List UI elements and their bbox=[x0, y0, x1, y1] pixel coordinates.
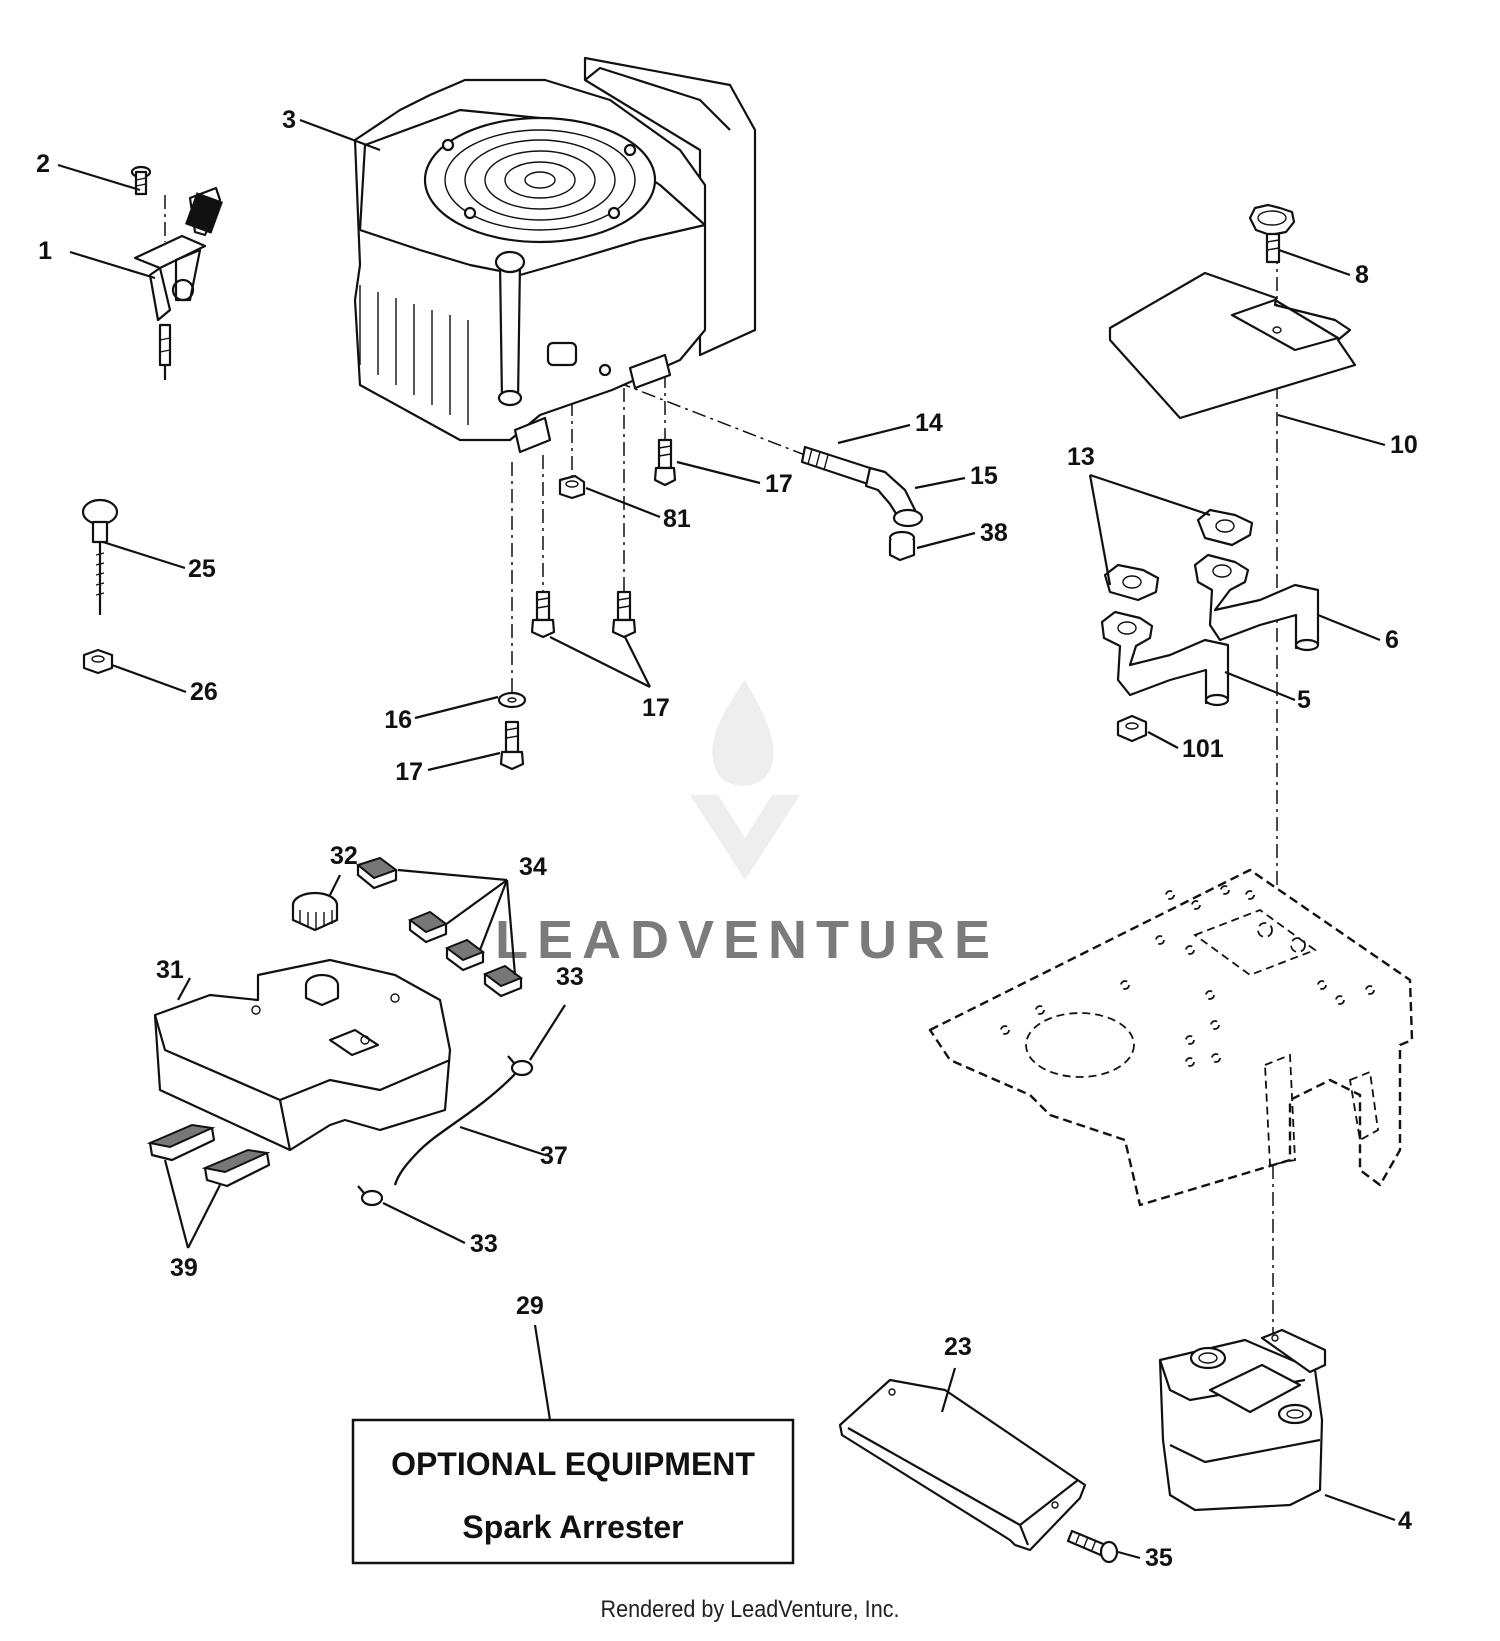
callout-1: 1 bbox=[38, 237, 52, 265]
callout-81: 81 bbox=[663, 505, 691, 533]
optional-equipment-subtitle: Spark Arrester bbox=[462, 1509, 683, 1545]
gasket-13-lower bbox=[1103, 563, 1160, 602]
callout-5: 5 bbox=[1297, 686, 1311, 714]
pad-34-b bbox=[407, 910, 449, 944]
fuel-line-37 bbox=[393, 1073, 516, 1186]
callout-32: 32 bbox=[330, 842, 358, 870]
callout-26: 26 bbox=[190, 678, 218, 706]
screw-35 bbox=[1066, 1529, 1119, 1564]
callout-101: 101 bbox=[1182, 735, 1224, 763]
callout-15: 15 bbox=[970, 462, 998, 490]
callout-6: 6 bbox=[1385, 626, 1399, 654]
pipe-nipple-14 bbox=[800, 445, 872, 486]
callout-4: 4 bbox=[1398, 1507, 1412, 1535]
callout-8: 8 bbox=[1355, 261, 1369, 289]
callout-25: 25 bbox=[188, 555, 216, 583]
pad-39-a bbox=[146, 1123, 216, 1162]
callout-37: 37 bbox=[540, 1142, 568, 1170]
callout-39: 39 bbox=[170, 1254, 198, 1282]
nut-101 bbox=[1116, 714, 1148, 743]
fuel-tank-31 bbox=[153, 958, 452, 1152]
pad-34-c bbox=[444, 938, 486, 972]
callout-13: 13 bbox=[1067, 443, 1095, 471]
heat-shield-23 bbox=[838, 1378, 1087, 1552]
clamp-33-upper bbox=[507, 1055, 534, 1077]
callout-29: 29 bbox=[516, 1292, 544, 1320]
callout-38: 38 bbox=[980, 519, 1008, 547]
watermark-text: LEADVENTURE bbox=[495, 910, 999, 970]
throttle-control bbox=[133, 186, 223, 380]
exhaust-pipe-5 bbox=[1100, 610, 1230, 707]
optional-equipment-title: OPTIONAL EQUIPMENT bbox=[391, 1446, 755, 1482]
callout-17-top: 17 bbox=[765, 470, 793, 498]
footer-credit: Rendered by LeadVenture, Inc. bbox=[600, 1596, 900, 1623]
callout-10: 10 bbox=[1390, 431, 1418, 459]
callout-16: 16 bbox=[384, 706, 412, 734]
nut-26 bbox=[82, 648, 114, 675]
callout-31: 31 bbox=[156, 956, 184, 984]
leader-lines bbox=[57, 118, 1396, 1560]
chassis-frame bbox=[928, 868, 1414, 1207]
elbow-15 bbox=[864, 466, 924, 528]
exhaust-pipe-6 bbox=[1193, 553, 1320, 652]
cap-38 bbox=[888, 530, 916, 562]
callout-35: 35 bbox=[1145, 1544, 1173, 1572]
bolt-17-top bbox=[653, 438, 677, 487]
bolt-17-middle-left bbox=[530, 590, 556, 639]
washer-16 bbox=[497, 691, 527, 709]
callout-23: 23 bbox=[944, 1333, 972, 1361]
bolt-17-bottom bbox=[499, 720, 525, 771]
callout-17-bottom: 17 bbox=[395, 758, 423, 786]
choke-knob-25 bbox=[81, 498, 119, 615]
pad-34-a bbox=[355, 856, 399, 890]
fuel-cap-32 bbox=[291, 891, 339, 932]
callout-labels: 1 2 3 4 5 6 8 10 13 14 15 16 17 17 17 17… bbox=[36, 106, 1418, 1572]
gasket-13-upper bbox=[1196, 508, 1254, 547]
muffler-4 bbox=[1158, 1328, 1327, 1512]
knob-8 bbox=[1248, 203, 1296, 264]
engine bbox=[353, 56, 757, 454]
clamp-33-lower bbox=[357, 1185, 384, 1207]
callout-33-upper: 33 bbox=[556, 963, 584, 991]
callout-14: 14 bbox=[915, 409, 943, 437]
nut-81 bbox=[558, 474, 586, 500]
watermark-logo bbox=[690, 680, 800, 880]
pad-34-d bbox=[482, 964, 524, 998]
shield-plate-10 bbox=[1108, 271, 1357, 420]
optional-equipment-box: OPTIONAL EQUIPMENT Spark Arrester bbox=[351, 1418, 795, 1565]
callout-33-lower: 33 bbox=[470, 1230, 498, 1258]
callout-34: 34 bbox=[519, 853, 547, 881]
callout-2: 2 bbox=[36, 150, 50, 178]
screw-2 bbox=[130, 165, 152, 196]
callout-3: 3 bbox=[282, 106, 296, 134]
callout-17-middle: 17 bbox=[642, 694, 670, 722]
bolt-17-middle-right bbox=[611, 590, 637, 639]
pad-39-b bbox=[201, 1148, 271, 1188]
